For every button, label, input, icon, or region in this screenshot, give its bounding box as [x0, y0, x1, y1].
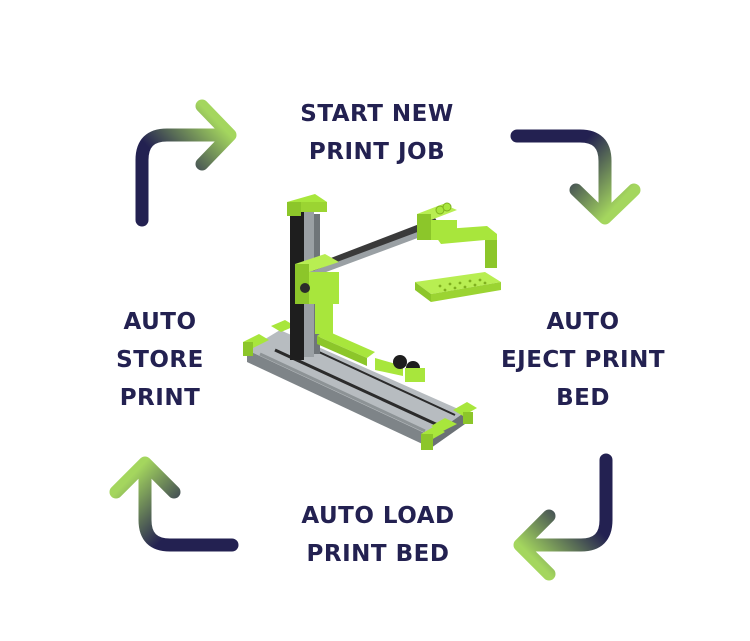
step-store-line-1: AUTO — [123, 309, 197, 335]
step-load-line-1: AUTO LOAD — [301, 503, 455, 529]
step-start-line-1: START NEW — [300, 101, 454, 127]
step-auto-eject-print-bed: AUTO EJECT PRINT BED — [493, 303, 673, 417]
step-auto-store-print: AUTO STORE PRINT — [90, 303, 230, 417]
step-load-line-2: PRINT BED — [306, 541, 450, 567]
print-bed — [415, 272, 501, 302]
step-eject-line-2: EJECT PRINT — [500, 347, 666, 373]
carriage — [295, 254, 339, 334]
gripper-arm — [417, 202, 497, 268]
step-eject-line-3: BED — [556, 385, 610, 411]
arrow-start-to-eject-icon — [510, 129, 641, 225]
step-eject-line-1: AUTO — [546, 309, 620, 335]
step-auto-load-print-bed: AUTO LOAD PRINT BED — [283, 497, 473, 573]
printer-machine-illustration — [243, 194, 501, 450]
arrow-load-to-store-icon — [109, 456, 239, 552]
x-arm — [310, 218, 439, 278]
arrow-store-to-start-icon — [135, 99, 237, 227]
y-carriage — [317, 330, 425, 382]
step-start-line-2: PRINT JOB — [308, 139, 446, 165]
arrow-eject-to-load-icon — [513, 453, 613, 581]
step-store-line-2: STORE — [116, 347, 204, 373]
step-start-new-print-job: START NEW PRINT JOB — [277, 95, 477, 171]
base-frame — [243, 320, 477, 450]
step-store-line-3: PRINT — [119, 385, 201, 411]
